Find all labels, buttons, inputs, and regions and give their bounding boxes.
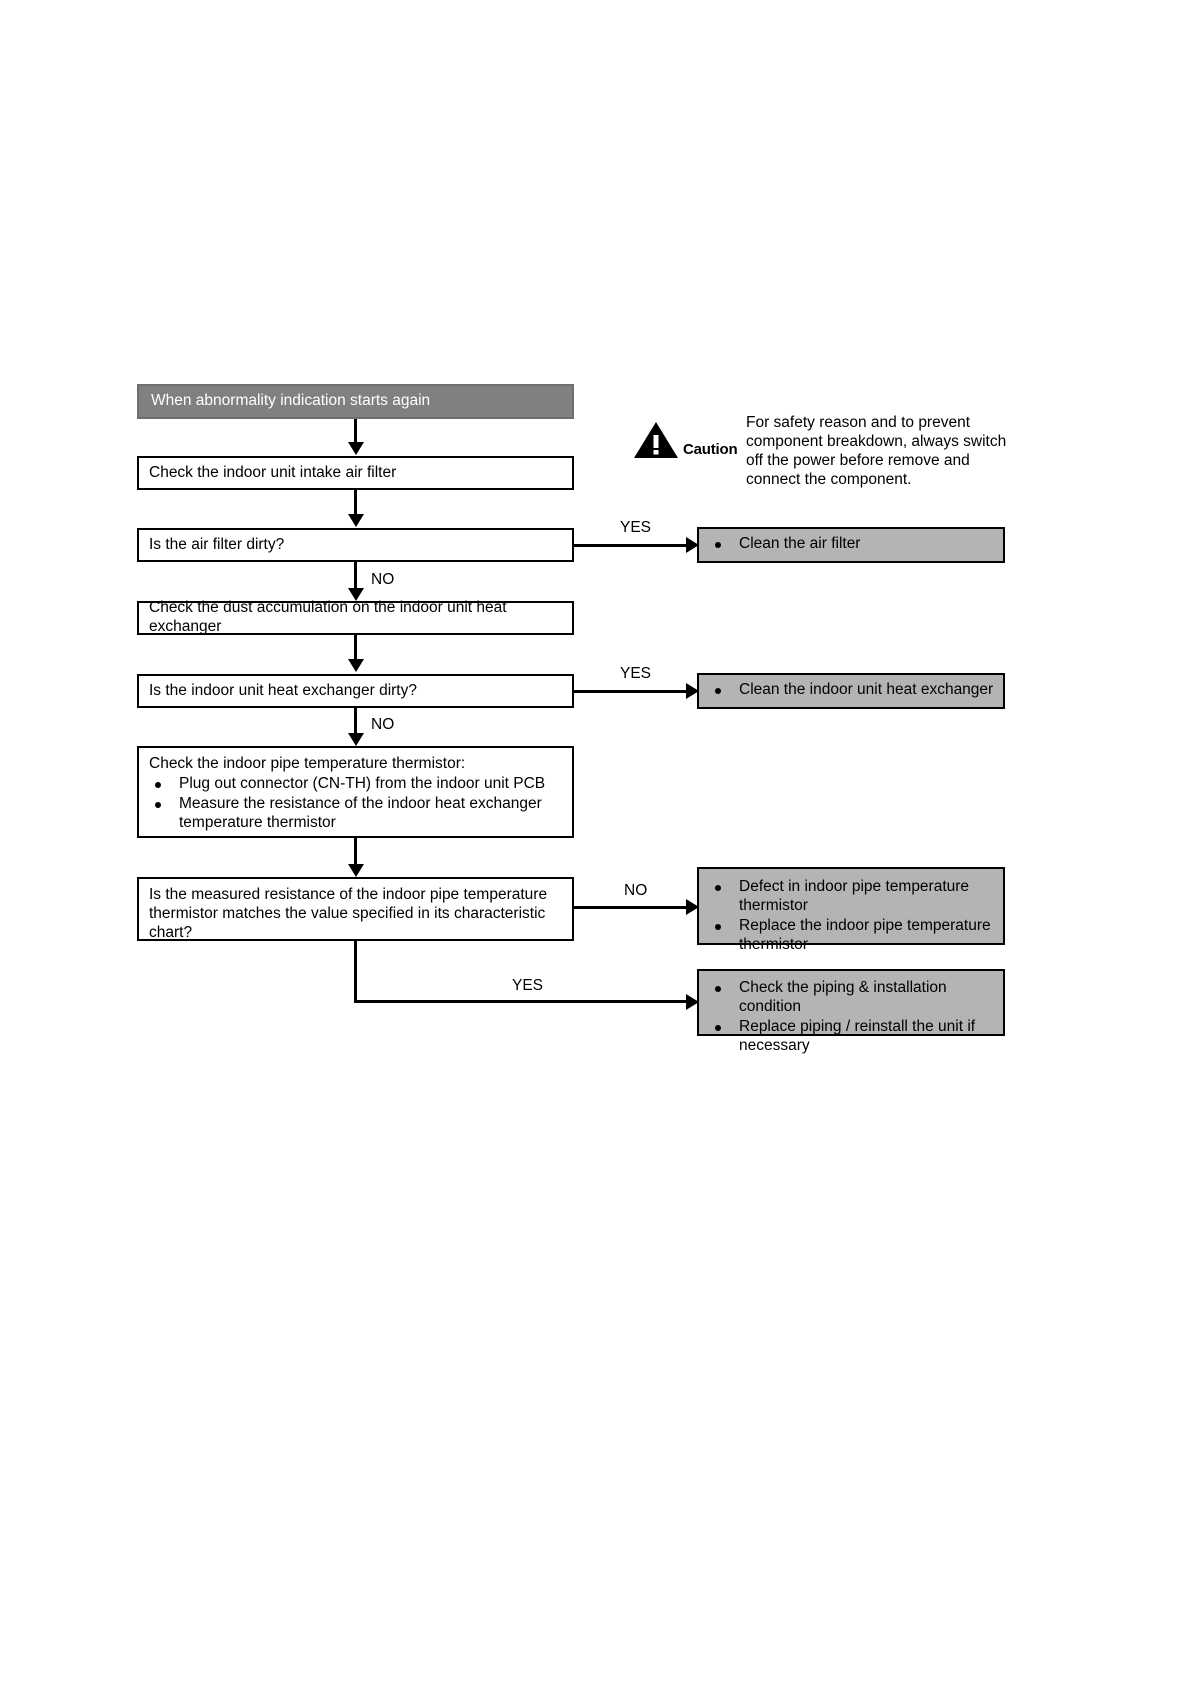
connector-decision2-no — [354, 708, 357, 742]
bullet-dot-icon — [715, 688, 721, 695]
arrow-decision2-yes — [686, 682, 699, 699]
connector-header-to-step1 — [354, 419, 357, 443]
connector-step2-to-decision2 — [354, 635, 357, 660]
decision-is-heat-exchanger-dirty: Is the indoor unit heat exchanger dirty? — [137, 674, 574, 708]
connector-decision3-yes-horizontal — [354, 1000, 687, 1003]
step-check-thermistor-list: Plug out connector (CN-TH) from the indo… — [149, 775, 563, 833]
flow-header-label: When abnormality indication starts again — [151, 392, 431, 410]
list-item: Measure the resistance of the indoor hea… — [149, 795, 563, 833]
connector-decision2-yes — [574, 689, 687, 693]
edge-label-no-2: NO — [371, 716, 395, 733]
warning-triangle-icon — [633, 420, 679, 460]
edge-label-yes-3: YES — [512, 977, 544, 994]
step-check-dust-accumulation: Check the dust accumulation on the indoo… — [137, 599, 574, 635]
list-item: Check the piping & installation conditio… — [709, 979, 994, 1017]
step-check-thermistor-title: Check the indoor pipe temperature thermi… — [149, 755, 466, 772]
connector-decision3-no — [574, 906, 687, 909]
connector-step3-to-decision3 — [354, 838, 357, 866]
caution-label: Caution — [683, 441, 738, 458]
flow-header-box: When abnormality indication starts again — [137, 384, 574, 419]
connector-decision1-yes — [574, 543, 687, 547]
list-item: Clean the air filter — [709, 535, 860, 554]
edge-label-yes-1: YES — [620, 519, 652, 536]
arrow-step1-to-decision1 — [347, 514, 364, 527]
edge-label-no-1: NO — [371, 571, 395, 588]
decision-is-air-filter-dirty-label: Is the air filter dirty? — [149, 535, 285, 553]
connector-decision3-yes-vertical — [354, 941, 357, 1003]
bullet-dot-icon — [715, 923, 721, 930]
arrow-decision1-yes — [686, 536, 699, 553]
arrow-step3-to-decision3 — [347, 864, 364, 877]
step-check-air-filter-label: Check the indoor unit intake air filter — [149, 463, 397, 481]
result-check-piping: Check the piping & installation conditio… — [697, 969, 1005, 1054]
arrow-step2-to-decision2 — [347, 659, 364, 672]
decision-is-resistance-matching-label: Is the measured resistance of the indoor… — [149, 886, 548, 941]
result-clean-heat-exchanger-list: Clean the indoor unit heat exchanger — [709, 681, 993, 701]
connector-decision1-no — [354, 562, 357, 597]
step-check-dust-accumulation-label: Check the dust accumulation on the indoo… — [149, 599, 507, 635]
result-clean-air-filter-list: Clean the air filter — [709, 535, 860, 555]
list-item: Defect in indoor pipe temperature thermi… — [709, 878, 994, 916]
result-thermistor-defect-list: Defect in indoor pipe temperature thermi… — [709, 878, 994, 955]
bullet-dot-icon — [715, 885, 721, 891]
edge-label-yes-2: YES — [620, 665, 652, 682]
caution-text: For safety reason and to prevent compone… — [746, 414, 1007, 488]
list-item: Replace piping / reinstall the unit if n… — [709, 1018, 994, 1056]
connector-step1-to-decision1 — [354, 490, 357, 515]
result-clean-heat-exchanger: Clean the indoor unit heat exchanger — [697, 673, 1005, 709]
result-clean-air-filter: Clean the air filter — [697, 527, 1005, 563]
arrow-decision2-no — [347, 733, 364, 746]
step-check-thermistor: Check the indoor pipe temperature thermi… — [137, 746, 574, 838]
list-item: Replace the indoor pipe temperature ther… — [709, 917, 994, 955]
arrow-decision1-no — [347, 588, 364, 601]
caution-mark: Caution — [633, 420, 738, 460]
result-check-piping-list: Check the piping & installation conditio… — [709, 979, 994, 1056]
bullet-dot-icon — [715, 986, 721, 992]
arrow-decision3-yes — [686, 994, 699, 1010]
bullet-dot-icon — [715, 542, 721, 549]
step-check-air-filter: Check the indoor unit intake air filter — [137, 456, 574, 490]
arrow-decision3-no — [686, 899, 699, 915]
bullet-dot-icon — [155, 781, 161, 788]
bullet-dot-icon — [155, 801, 161, 808]
decision-is-resistance-matching: Is the measured resistance of the indoor… — [137, 877, 574, 941]
result-thermistor-defect: Defect in indoor pipe temperature thermi… — [697, 867, 1005, 953]
edge-label-no-3: NO — [624, 882, 648, 899]
bullet-dot-icon — [715, 1024, 721, 1031]
list-item: Clean the indoor unit heat exchanger — [709, 681, 993, 700]
decision-is-heat-exchanger-dirty-label: Is the indoor unit heat exchanger dirty? — [149, 681, 417, 699]
list-item: Plug out connector (CN-TH) from the indo… — [149, 775, 563, 794]
decision-is-air-filter-dirty: Is the air filter dirty? — [137, 528, 574, 562]
arrow-header-to-step1 — [347, 442, 364, 455]
